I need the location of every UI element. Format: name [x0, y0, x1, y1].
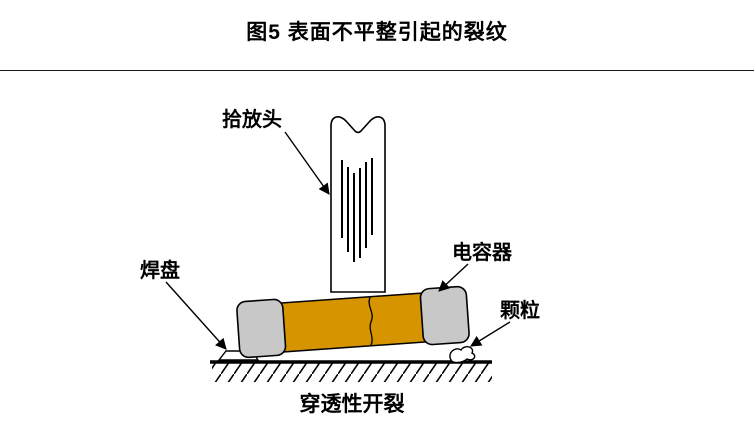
label-capacitor: 电容器	[452, 240, 513, 264]
label-crack: 穿透性开裂	[300, 392, 405, 416]
arrow-to-pick-head	[284, 131, 330, 195]
nozzle-lines	[341, 158, 373, 262]
pick-head-shape	[330, 116, 386, 293]
left-termination	[236, 298, 287, 359]
board-surface	[210, 360, 492, 382]
figure-title: 图5 表面不平整引起的裂纹	[246, 21, 508, 44]
capacitor-body	[277, 292, 429, 353]
label-pick-head: 拾放头	[222, 107, 282, 131]
arrow-to-pad	[165, 281, 227, 350]
diagram: 拾放头 电容器 焊盘 颗粒 穿透性开裂	[140, 107, 540, 416]
capacitor-shape	[236, 285, 470, 359]
separator-line	[0, 70, 754, 71]
particle-shape	[449, 346, 476, 364]
board-hatching	[212, 363, 492, 382]
label-pad: 焊盘	[140, 258, 180, 282]
right-termination	[419, 285, 470, 346]
crack-line	[368, 296, 373, 347]
label-particle: 颗粒	[500, 298, 540, 322]
arrow-to-particle	[470, 321, 511, 347]
arrow-to-capacitor	[438, 263, 469, 292]
